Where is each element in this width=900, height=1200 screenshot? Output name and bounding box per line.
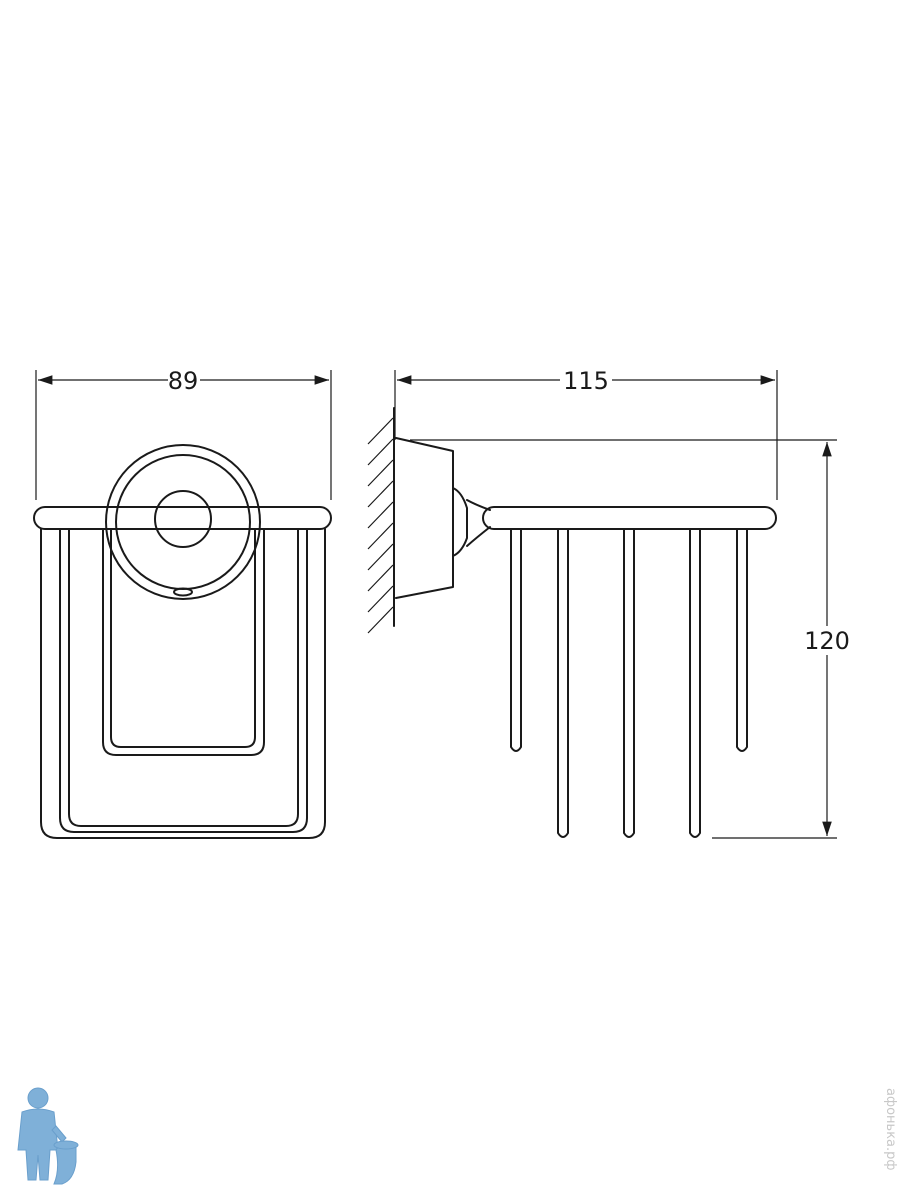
height-dimension: 120 xyxy=(712,442,850,839)
width-dimension: 89 xyxy=(35,367,332,500)
side-top-rail xyxy=(482,506,777,530)
depth-label: 115 xyxy=(563,367,609,395)
front-view: 89 xyxy=(33,367,332,839)
hanging-wire xyxy=(623,528,635,838)
hanging-wire xyxy=(736,528,748,752)
watermark-text: афонька.рф xyxy=(883,1088,898,1171)
inner-holder-inner xyxy=(110,528,256,748)
side-hanging-wires xyxy=(510,528,748,838)
depth-dimension: 115 xyxy=(394,367,778,500)
middle-basket-wire xyxy=(59,528,308,833)
mascot-logo xyxy=(17,1087,79,1185)
hanging-wire xyxy=(557,528,569,838)
hanging-wire xyxy=(510,528,522,752)
wall-mount-rosette xyxy=(105,444,261,600)
hatch-line xyxy=(367,606,394,634)
hanging-wire xyxy=(689,528,701,838)
hatch-line xyxy=(367,480,394,508)
inner-basket-wire xyxy=(68,528,299,827)
hatch-line xyxy=(367,543,394,571)
hatch-line xyxy=(367,438,394,466)
wall-hatching xyxy=(367,407,395,634)
hatch-line xyxy=(367,417,394,445)
outer-basket-wire xyxy=(40,528,326,839)
width-label: 89 xyxy=(168,367,199,395)
hatch-line xyxy=(367,501,394,529)
inner-holder-outer xyxy=(102,528,265,756)
hatch-line xyxy=(367,564,394,592)
hatch-line xyxy=(367,522,394,550)
side-view: 115 120 xyxy=(367,367,850,839)
front-top-rail xyxy=(33,506,332,530)
side-mounting-bracket xyxy=(395,437,837,599)
set-screw-icon xyxy=(173,587,193,597)
height-label: 120 xyxy=(804,627,850,655)
hatch-line xyxy=(367,459,394,487)
hatch-line xyxy=(367,585,394,613)
